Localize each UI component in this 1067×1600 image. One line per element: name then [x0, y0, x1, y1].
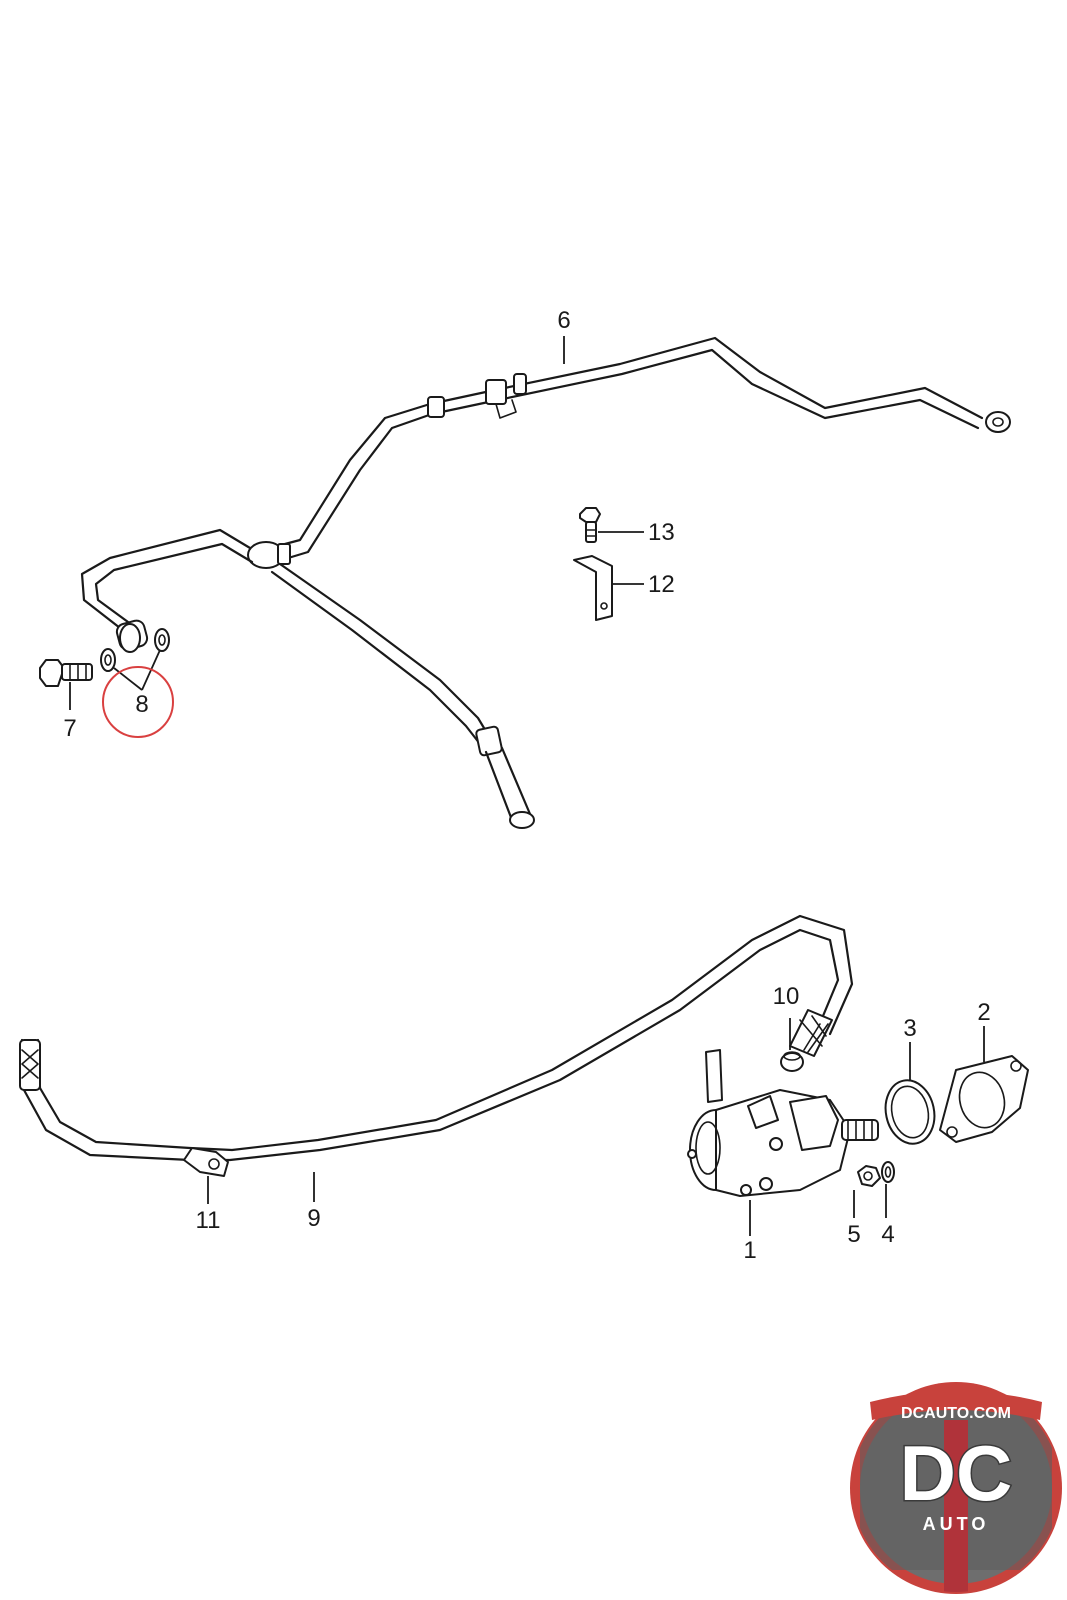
screw-13	[579, 507, 601, 543]
leader-lines	[69, 336, 985, 1236]
dcauto-logo: DCAUTO.COM DC AUTO	[850, 1382, 1062, 1594]
callout-3[interactable]: 3	[903, 1015, 916, 1042]
callout-6[interactable]: 6	[557, 307, 570, 334]
callout-13[interactable]: 13	[648, 519, 675, 546]
cap-10	[780, 1051, 804, 1072]
o-ring-3	[884, 1079, 936, 1145]
seal-rings-8	[100, 623, 170, 672]
gasket-2	[939, 1055, 1029, 1143]
fuel-line-6	[80, 336, 1011, 829]
callout-1[interactable]: 1	[743, 1237, 756, 1264]
callout-5[interactable]: 5	[847, 1221, 860, 1248]
logo-monogram: DC	[900, 1429, 1013, 1517]
callouts: 6 13 12 7 8 10 3 2 11 9 5 4 1	[63, 307, 990, 1264]
callout-7[interactable]: 7	[63, 715, 76, 742]
logo-site-text: DCAUTO.COM	[901, 1405, 1011, 1422]
callout-2[interactable]: 2	[977, 999, 990, 1026]
callout-12[interactable]: 12	[648, 571, 675, 598]
callout-4[interactable]: 4	[881, 1221, 894, 1248]
callout-8[interactable]: 8	[135, 691, 148, 718]
bracket-12	[573, 555, 613, 621]
callout-8-highlight	[102, 666, 174, 738]
hose-clip-11	[183, 1147, 229, 1177]
logo-sub-text: AUTO	[923, 1514, 990, 1534]
fuel-pump-1	[687, 1049, 879, 1197]
nut-5	[857, 1165, 881, 1187]
callout-11[interactable]: 11	[196, 1207, 221, 1234]
callout-9[interactable]: 9	[307, 1205, 320, 1232]
callout-10[interactable]: 10	[773, 983, 800, 1010]
fuel-hose-9	[19, 914, 854, 1162]
washer-4	[881, 1161, 895, 1183]
hollow-bolt-7	[39, 659, 93, 687]
